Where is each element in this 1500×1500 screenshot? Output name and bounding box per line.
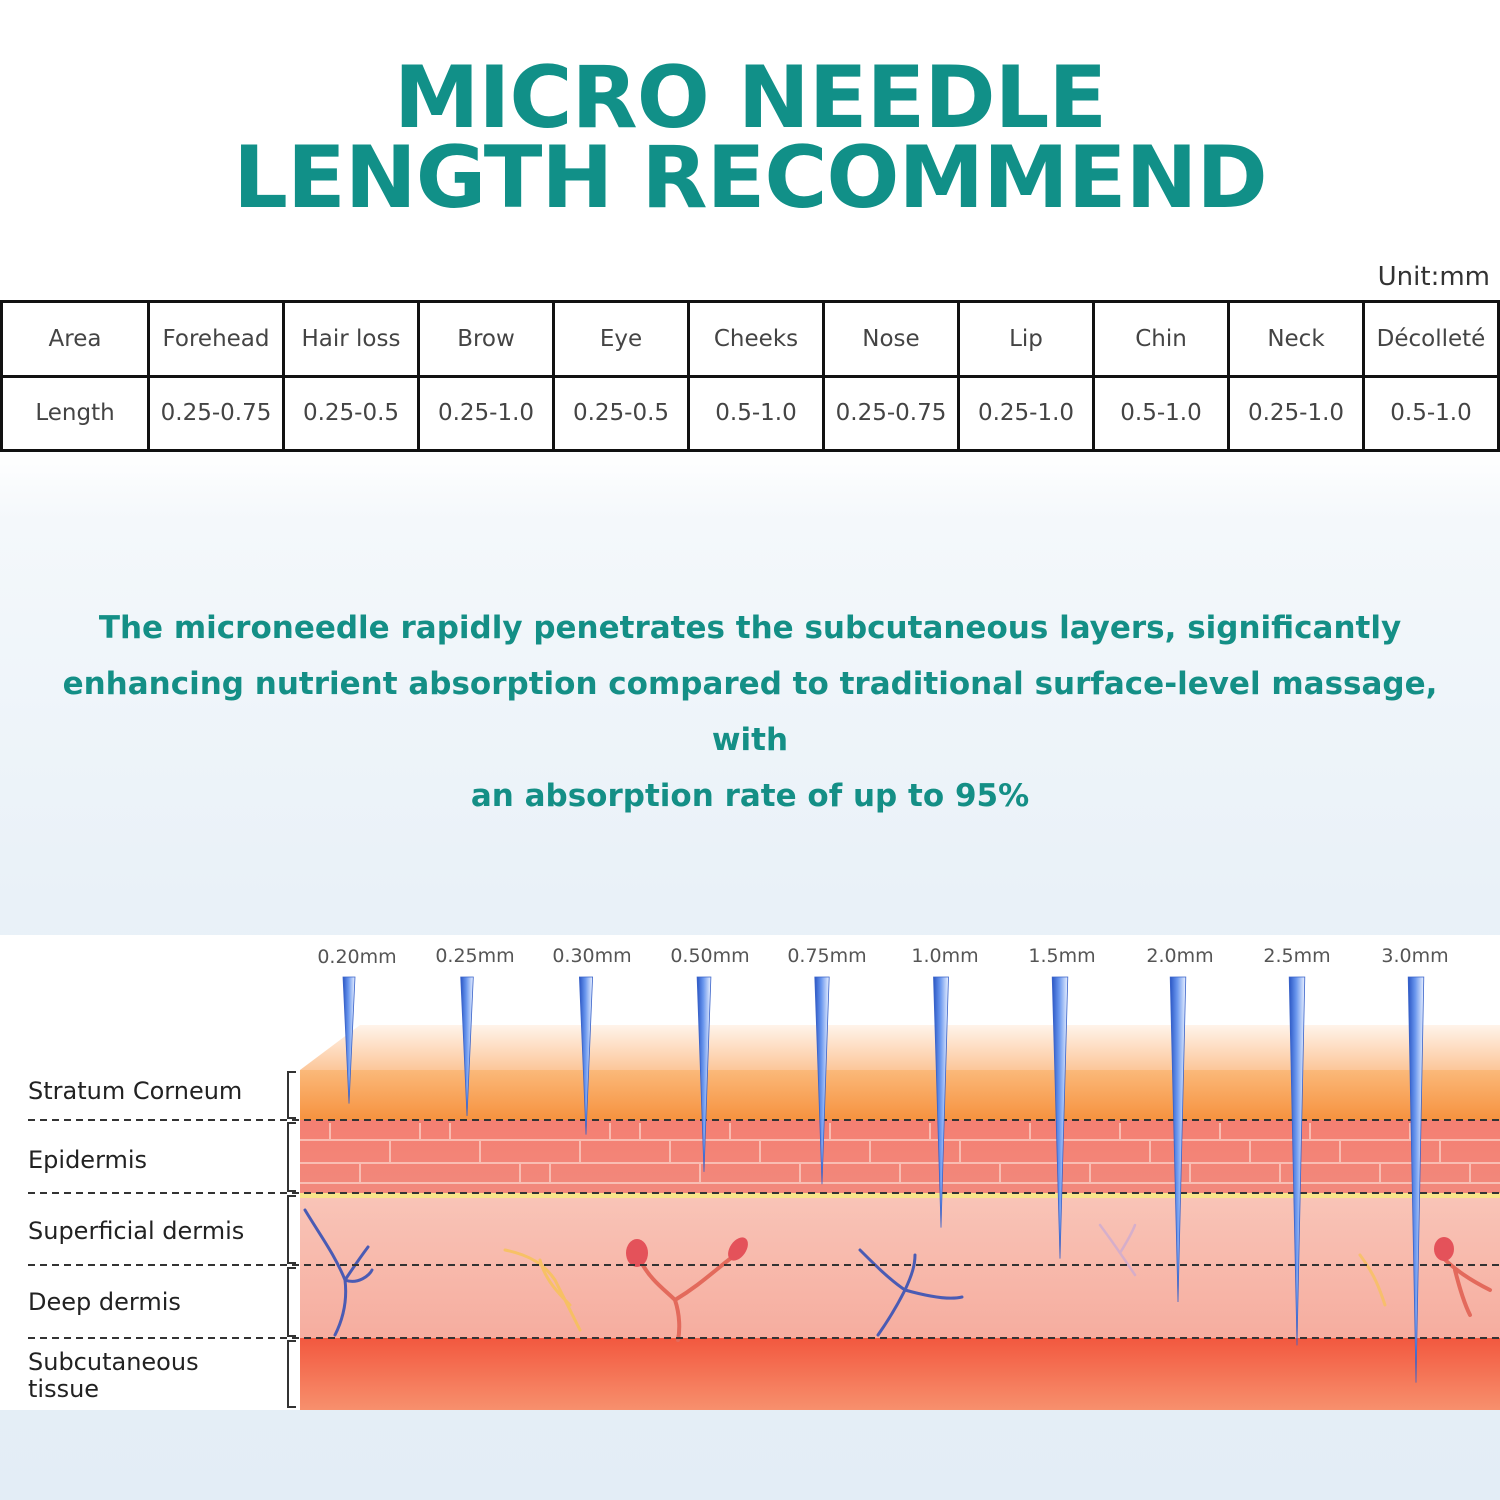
table-cell-length: 0.25-0.75 [147, 374, 285, 452]
layer-label-superficial-dermis: Superficial dermis [28, 1217, 244, 1245]
table-cell-area: Brow [417, 300, 555, 378]
table-cell-length: 0.5-1.0 [1092, 374, 1230, 452]
stratum-corneum-layer [300, 1070, 1500, 1120]
absorption-description: The microneedle rapidly penetrates the s… [40, 600, 1460, 824]
table-cell-length: 0.25-1.0 [417, 374, 555, 452]
needle-label: 0.50mm [670, 945, 749, 967]
table-header-area: Area [0, 300, 150, 378]
microneedle [1169, 976, 1187, 1303]
microneedle [578, 976, 594, 1135]
layer-boundary-lines [28, 1119, 1500, 1339]
table-cell-area: Nose [822, 300, 960, 378]
epidermis-cell-texture [300, 1123, 1500, 1184]
unit-label: Unit:mm [1377, 262, 1490, 292]
needles [342, 976, 1425, 1383]
table-cell-length: 0.25-1.0 [1227, 374, 1365, 452]
layer-label-stratum-corneum: Stratum Corneum [28, 1077, 242, 1105]
needle-label: 1.5mm [1028, 945, 1095, 967]
table-cell-area: Décolleté [1362, 300, 1500, 378]
table-length-row: Length 0.25-0.75 0.25-0.5 0.25-1.0 0.25-… [0, 374, 1500, 452]
basal-membrane [300, 1193, 1500, 1198]
table-cell-area: Forehead [147, 300, 285, 378]
layer-label-epidermis: Epidermis [28, 1146, 147, 1174]
title-line-1: MICRO NEEDLE [393, 48, 1107, 148]
table-cell-length: 0.25-0.5 [552, 374, 690, 452]
table-cell-area: Lip [957, 300, 1095, 378]
table-cell-area: Hair loss [282, 300, 420, 378]
needle-label: 2.5mm [1263, 945, 1330, 967]
table-cell-length: 0.25-1.0 [957, 374, 1095, 452]
layer-brackets [287, 1071, 296, 1408]
description-line-3: an absorption rate of up to 95% [470, 778, 1030, 814]
microneedle [696, 976, 712, 1172]
microneedle [1407, 976, 1425, 1383]
microneedle [460, 976, 474, 1117]
table-cell-length: 0.25-0.75 [822, 374, 960, 452]
table-cell-area: Eye [552, 300, 690, 378]
needle-label: 0.20mm [317, 946, 396, 968]
blood-vessels [303, 1208, 1492, 1342]
microneedle [933, 976, 949, 1228]
needle-label: 0.30mm [552, 945, 631, 967]
table-cell-area: Neck [1227, 300, 1365, 378]
description-line-1: The microneedle rapidly penetrates the s… [98, 610, 1402, 646]
layer-label-deep-dermis: Deep dermis [28, 1288, 181, 1316]
table-cell-area: Chin [1092, 300, 1230, 378]
table-cell-area: Cheeks [687, 300, 825, 378]
layer-label-subcutaneous: Subcutaneous [28, 1348, 199, 1376]
layer-label-tissue: tissue [28, 1375, 99, 1403]
needle-label: 3.0mm [1381, 945, 1448, 967]
microneedle [814, 976, 830, 1185]
description-line-2: enhancing nutrient absorption compared t… [62, 666, 1438, 758]
table-cell-length: 0.5-1.0 [1362, 374, 1500, 452]
skin-top-surface [300, 1025, 1500, 1070]
needle-length-table: Area Forehead Hair loss Brow Eye Cheeks … [0, 300, 1500, 452]
table-header-length: Length [0, 374, 150, 452]
needle-label: 0.25mm [435, 945, 514, 967]
needle-label: 2.0mm [1146, 945, 1213, 967]
table-cell-length: 0.5-1.0 [687, 374, 825, 452]
needle-label: 0.75mm [787, 945, 866, 967]
title-line-2: LENGTH RECOMMEND [233, 128, 1268, 228]
dermis-layer [300, 1198, 1500, 1338]
subcutaneous-layer [300, 1338, 1500, 1410]
microneedle [342, 976, 356, 1104]
table-header-row: Area Forehead Hair loss Brow Eye Cheeks … [0, 300, 1500, 378]
microneedle [1288, 976, 1306, 1346]
microneedle [1051, 976, 1069, 1259]
table-cell-length: 0.25-0.5 [282, 374, 420, 452]
skin-layer-diagram: Stratum Corneum Epidermis Superficial de… [0, 935, 1500, 1410]
needle-label: 1.0mm [911, 945, 978, 967]
page-title: MICRO NEEDLE LENGTH RECOMMEND [0, 48, 1500, 228]
needle-labels: 0.20mm 0.25mm 0.30mm 0.50mm 0.75mm 1.0mm… [317, 945, 1448, 968]
